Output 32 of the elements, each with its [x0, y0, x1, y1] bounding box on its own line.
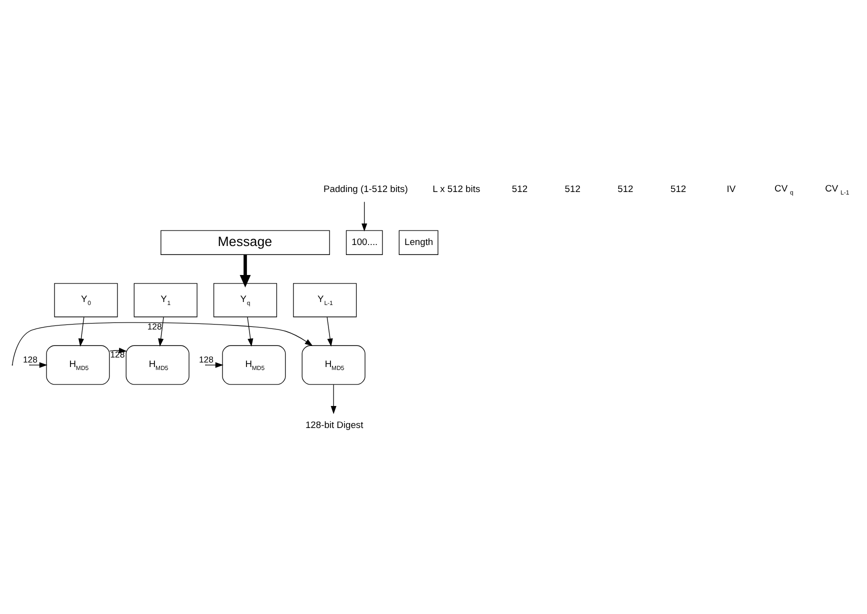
node-text: Padding (1-512 bits)	[324, 184, 408, 194]
arrow	[158, 316, 164, 346]
node-box: H$_{MD5}$	[222, 344, 286, 384]
label: L x 512 bits	[432, 184, 480, 194]
arrow	[240, 254, 251, 288]
arrow	[362, 201, 368, 232]
node-box: Y$_{0}$	[54, 282, 118, 317]
arrow	[330, 384, 336, 414]
arrow	[206, 362, 224, 368]
label: CV $_{L-1}$	[825, 183, 850, 196]
label: 512	[670, 184, 686, 194]
node-box: 100....	[346, 230, 383, 254]
arrow	[247, 316, 254, 346]
node-box: Y$_{1}$	[134, 282, 198, 317]
node-box: H$_{MD5}$	[46, 344, 110, 384]
edge-label: 128	[198, 354, 214, 364]
node-box: Y$_{q}$	[213, 282, 278, 317]
node-box: Length	[398, 230, 438, 254]
node-box: H$_{MD5}$	[126, 344, 190, 384]
edge-label: 128	[147, 321, 162, 332]
node-box: Message	[160, 230, 330, 254]
label: 512	[512, 184, 528, 194]
node-box: Y$_{L-1}$	[293, 282, 357, 317]
label: IV	[726, 184, 736, 194]
node-text: 128-bit Digest	[305, 419, 364, 430]
node-box: H$_{MD5}$	[302, 344, 366, 384]
edge-label: 128	[22, 354, 38, 364]
arrow	[78, 316, 84, 346]
label: CV $_{q}$	[774, 183, 794, 196]
label: 512	[564, 184, 580, 194]
label: 512	[618, 184, 634, 194]
arrow	[326, 316, 333, 346]
